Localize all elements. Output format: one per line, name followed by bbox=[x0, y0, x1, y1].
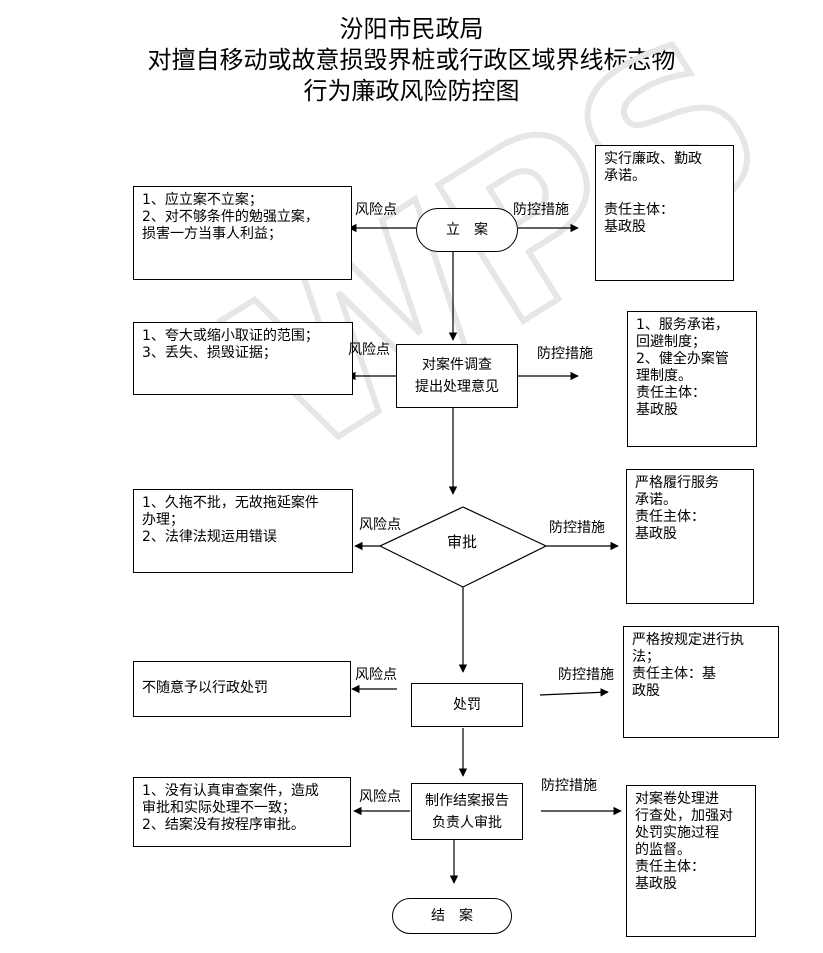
risk-box-5: 1、没有认真审查案件，造成 审批和实际处理不一致； 2、结案没有按程序审批。 bbox=[133, 777, 351, 847]
node-close-report: 制作结案报告 负责人审批 bbox=[411, 783, 523, 840]
control-label-4: 防控措施 bbox=[558, 667, 614, 683]
control-arrow-4 bbox=[539, 688, 609, 697]
title-line-1: 汾阳市民政局 bbox=[339, 15, 484, 43]
node-close-case: 结 案 bbox=[392, 898, 512, 934]
control-label-5: 防控措施 bbox=[541, 778, 597, 794]
control-label-3: 防控措施 bbox=[549, 520, 605, 536]
risk-box-1: 1、应立案不立案； 2、对不够条件的勉强立案， 损害一方当事人利益； bbox=[133, 186, 352, 280]
control-label-2: 防控措施 bbox=[537, 346, 593, 362]
risk-label-1: 风险点 bbox=[355, 202, 397, 218]
title-line-3: 行为廉政风险防控图 bbox=[303, 77, 520, 105]
approval-diamond bbox=[378, 506, 548, 588]
node-approve: 审批 bbox=[447, 533, 478, 551]
control-box-5: 对案卷处理进 行查处，加强对 处罚实施过程 的监督。 责任主体： 基政股 bbox=[626, 785, 756, 937]
node-investigate: 对案件调查 提出处理意见 bbox=[396, 344, 518, 408]
control-box-1: 实行廉政、勤政 承诺。 责任主体： 基政股 bbox=[595, 145, 734, 281]
risk-label-2: 风险点 bbox=[348, 342, 390, 358]
risk-box-4: 不随意予以行政处罚 bbox=[133, 661, 351, 717]
node-file-case: 立 案 bbox=[416, 208, 518, 252]
node-penalty: 处罚 bbox=[411, 683, 523, 727]
control-box-4: 严格按规定进行执 法； 责任主体：基 政股 bbox=[623, 626, 779, 738]
risk-box-2: 1、夸大或缩小取证的范围； 3、丢失、损毁证据； bbox=[133, 322, 353, 395]
control-label-1: 防控措施 bbox=[513, 202, 569, 218]
risk-box-3: 1、久拖不批，无故拖延案件 办理； 2、法律法规运用错误 bbox=[133, 489, 353, 573]
risk-label-3: 风险点 bbox=[359, 517, 401, 533]
control-box-3: 严格履行服务 承诺。 责任主体： 基政股 bbox=[626, 469, 754, 604]
risk-label-5: 风险点 bbox=[359, 789, 401, 805]
control-box-2: 1、服务承诺， 回避制度； 2、健全办案管 理制度。 责任主体： 基政股 bbox=[627, 311, 757, 447]
title-line-2: 对擅自移动或故意损毁界桩或行政区域界线标志物 bbox=[147, 46, 676, 74]
risk-label-4: 风险点 bbox=[355, 667, 397, 683]
